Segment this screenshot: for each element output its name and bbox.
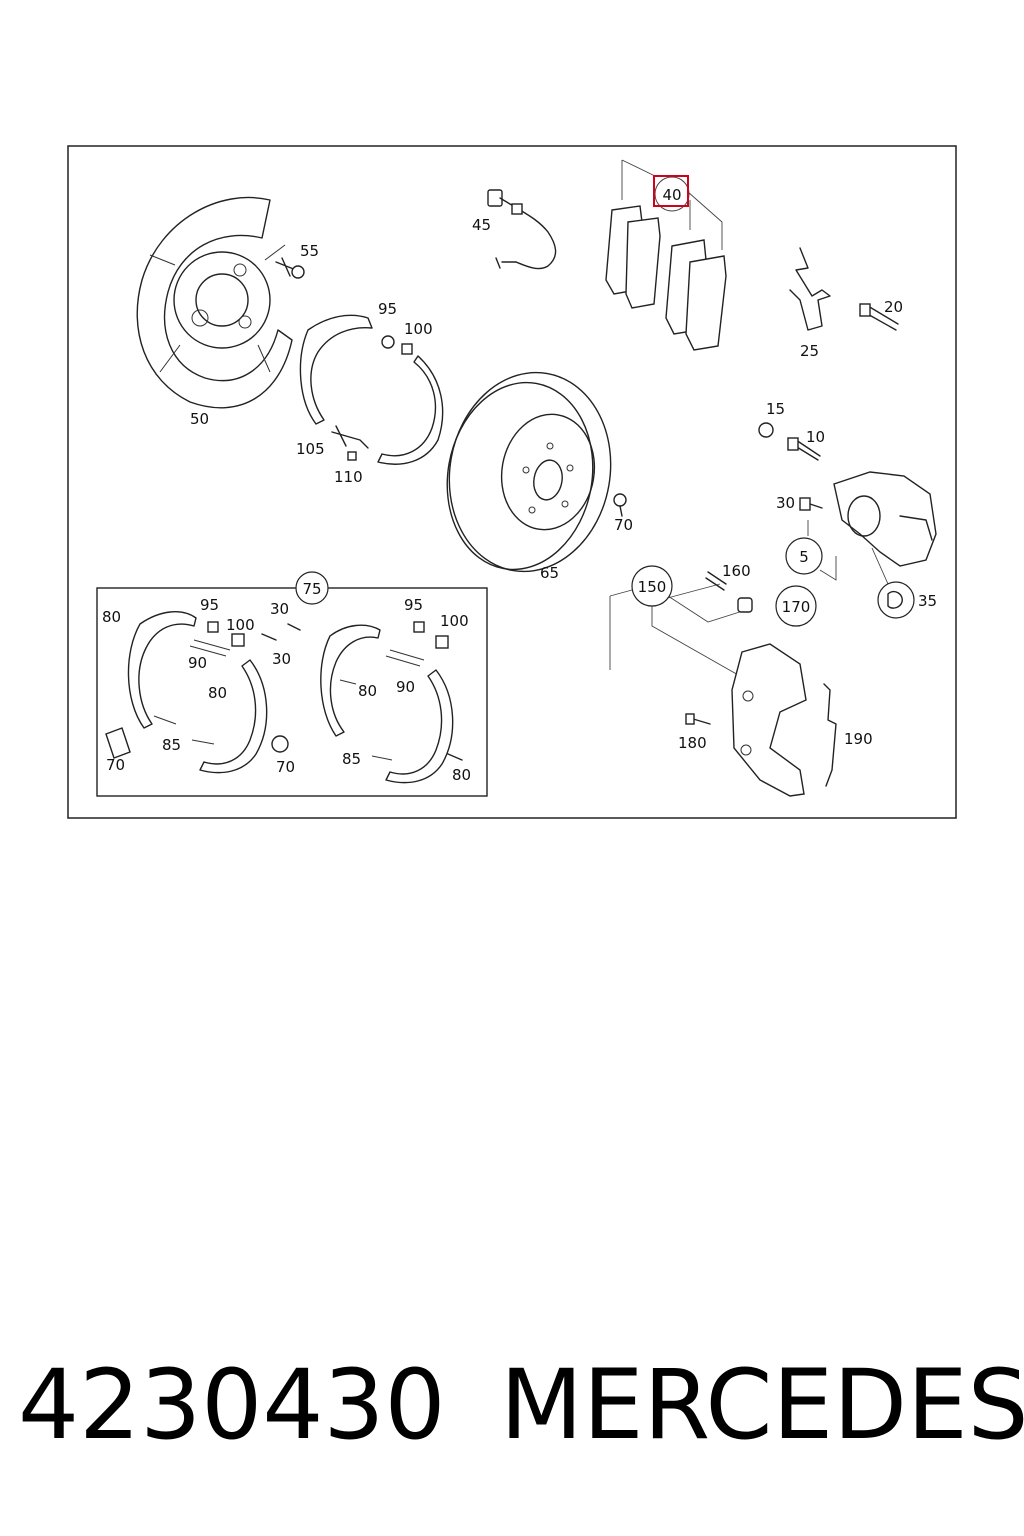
callout-5-label: 5 xyxy=(799,548,809,566)
diagram-frame xyxy=(67,145,957,819)
inset-label-80c[interactable]: 80 xyxy=(358,682,377,700)
inset-label-90b[interactable]: 90 xyxy=(396,678,415,696)
inset-label-95b[interactable]: 95 xyxy=(404,596,423,614)
label-105[interactable]: 105 xyxy=(296,440,325,458)
label-190[interactable]: 190 xyxy=(844,730,873,748)
caliper-carrier-group xyxy=(609,571,837,797)
inset-label-70b[interactable]: 70 xyxy=(276,758,295,776)
inset-label-85a[interactable]: 85 xyxy=(162,736,181,754)
label-160[interactable]: 160 xyxy=(722,562,751,580)
part-number: 4230430 xyxy=(18,1349,446,1461)
inset-label-80b[interactable]: 80 xyxy=(208,684,227,702)
bleeder-cap xyxy=(758,422,774,438)
callout-75[interactable]: 75 xyxy=(295,571,329,605)
inset-label-30b[interactable]: 30 xyxy=(272,650,291,668)
highlight-box xyxy=(653,175,689,207)
callout-35[interactable] xyxy=(877,581,915,619)
callout-150-label: 150 xyxy=(638,578,667,596)
label-20[interactable]: 20 xyxy=(884,298,903,316)
label-65[interactable]: 65 xyxy=(540,564,559,582)
label-110[interactable]: 110 xyxy=(334,468,363,486)
backing-plate xyxy=(136,196,293,409)
label-95[interactable]: 95 xyxy=(378,300,397,318)
inset-label-30a[interactable]: 30 xyxy=(270,600,289,618)
disc-screw xyxy=(613,493,627,517)
guide-bolt-20 xyxy=(859,303,899,331)
label-30[interactable]: 30 xyxy=(776,494,795,512)
bolt-55 xyxy=(275,257,305,279)
callout-170-label: 170 xyxy=(782,598,811,616)
inset-label-95[interactable]: 95 xyxy=(200,596,219,614)
brake-caliper xyxy=(807,471,937,581)
label-55[interactable]: 55 xyxy=(300,242,319,260)
label-70[interactable]: 70 xyxy=(614,516,633,534)
brake-disc xyxy=(446,371,612,573)
caliper-bolt-30 xyxy=(799,497,823,511)
label-100[interactable]: 100 xyxy=(404,320,433,338)
caliper-bracket-35 xyxy=(871,547,889,585)
anti-rattle-clip xyxy=(789,247,831,331)
brake-pads xyxy=(605,159,727,351)
inset-label-80a[interactable]: 80 xyxy=(102,608,121,626)
parking-brake-shoe-upper xyxy=(299,314,444,465)
inset-label-85b[interactable]: 85 xyxy=(342,750,361,768)
brand-name: MERCEDES xyxy=(500,1349,1024,1461)
callout-40-label: 40 xyxy=(662,186,681,204)
inset-label-100[interactable]: 100 xyxy=(226,616,255,634)
label-25[interactable]: 25 xyxy=(800,342,819,360)
label-10[interactable]: 10 xyxy=(806,428,825,446)
wear-sensor xyxy=(487,189,557,270)
inset-label-90a[interactable]: 90 xyxy=(188,654,207,672)
label-15[interactable]: 15 xyxy=(766,400,785,418)
inset-parking-brake-kit: 75 xyxy=(96,571,488,797)
label-50[interactable]: 50 xyxy=(190,410,209,428)
callout-40[interactable]: 40 xyxy=(653,175,690,212)
inset-label-70a[interactable]: 70 xyxy=(106,756,125,774)
inset-label-100b[interactable]: 100 xyxy=(440,612,469,630)
label-45[interactable]: 45 xyxy=(472,216,491,234)
inset-label-80d[interactable]: 80 xyxy=(452,766,471,784)
bleeder-screw xyxy=(787,437,821,461)
callout-150[interactable]: 150 xyxy=(631,565,673,607)
label-180[interactable]: 180 xyxy=(678,734,707,752)
callout-5[interactable]: 5 xyxy=(785,537,823,575)
label-35[interactable]: 35 xyxy=(918,592,937,610)
caption-bar: 4230430 MERCEDES xyxy=(0,1350,1024,1470)
callout-75-label: 75 xyxy=(302,580,321,598)
brake-parts-diagram: 5 150 170 40 10 15 20 25 30 35 45 50 55 … xyxy=(67,145,957,819)
callout-170[interactable]: 170 xyxy=(775,585,817,627)
